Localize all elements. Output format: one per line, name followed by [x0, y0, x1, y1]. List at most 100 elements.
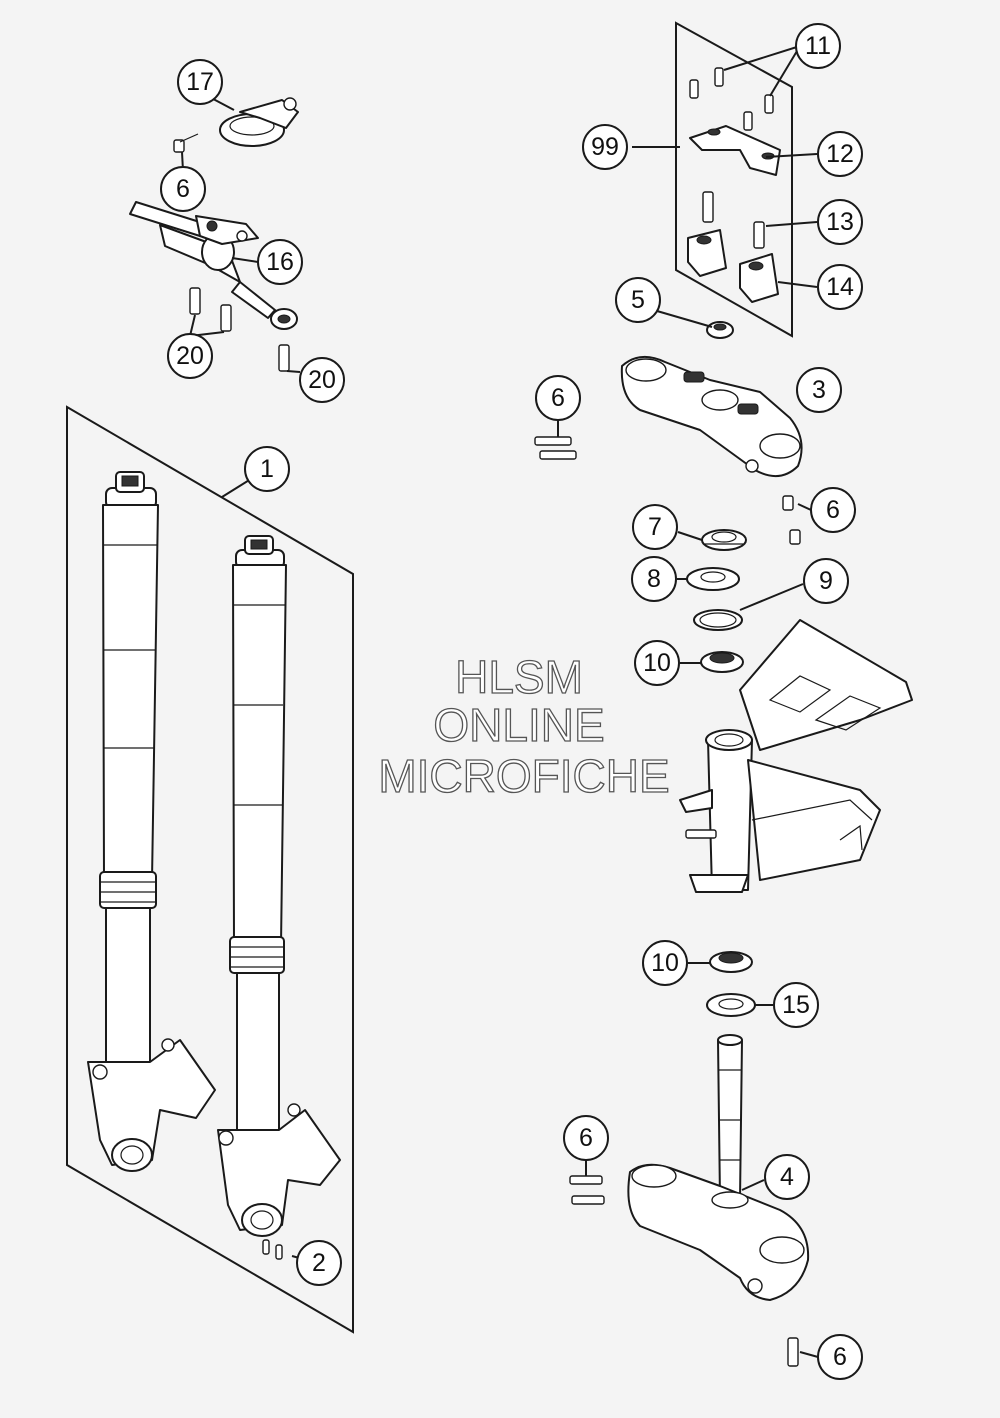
leader-20a	[189, 314, 196, 337]
lower-triple-clamp-group[interactable]	[569, 1034, 819, 1367]
svg-text:99: 99	[591, 133, 619, 161]
handlebar-clamp-lower[interactable]	[687, 229, 779, 303]
callout-8[interactable]: 8	[631, 556, 677, 602]
handlebar-clamp-screws-long[interactable]	[702, 191, 765, 249]
svg-text:3: 3	[812, 376, 826, 404]
steering-nut[interactable]	[701, 529, 747, 551]
watermark-line-1: HLSM	[455, 651, 583, 703]
steering-stem[interactable]	[717, 1034, 743, 1201]
upper-triple-clamp-group[interactable]	[534, 310, 812, 545]
svg-text:12: 12	[826, 140, 854, 168]
leader-9	[739, 583, 804, 611]
leader-11b	[769, 45, 801, 97]
callout-10-upper[interactable]: 10	[634, 640, 680, 686]
callout-17[interactable]: 17	[177, 59, 223, 105]
svg-text:6: 6	[826, 496, 840, 524]
callout-16[interactable]: 16	[257, 239, 303, 285]
frame-headstock	[679, 619, 913, 893]
o-ring[interactable]	[693, 609, 743, 631]
leader-12	[765, 153, 818, 158]
svg-text:9: 9	[819, 567, 833, 595]
leader-16	[231, 257, 259, 263]
leader-13	[765, 221, 818, 227]
handlebar-clamp-screws[interactable]	[689, 67, 774, 131]
watermark-line-3: MICROFICHE	[378, 750, 669, 802]
svg-text:5: 5	[631, 286, 645, 314]
svg-text:1: 1	[260, 455, 274, 483]
steering-damper-group[interactable]	[129, 91, 301, 373]
leader-6e	[799, 1351, 819, 1358]
callout-15[interactable]: 15	[773, 982, 819, 1028]
svg-text:20: 20	[308, 366, 336, 394]
damper-bolts[interactable]	[189, 287, 290, 372]
callout-6-upper-right[interactable]: 6	[810, 487, 856, 533]
callout-99[interactable]: 99	[582, 124, 628, 170]
fork-kit-frame	[66, 405, 354, 1334]
lower-bearing[interactable]	[709, 951, 753, 973]
right-fork-leg[interactable]	[217, 535, 341, 1237]
lower-triple-clamp[interactable]	[627, 1163, 810, 1301]
callout-11[interactable]: 11	[795, 23, 841, 69]
svg-text:10: 10	[651, 949, 679, 977]
top-nut[interactable]	[706, 321, 734, 339]
callout-4[interactable]: 4	[764, 1154, 810, 1200]
callout-6-bottom[interactable]: 6	[817, 1334, 863, 1380]
washer[interactable]	[686, 567, 740, 591]
dust-seal[interactable]	[706, 993, 756, 1017]
leader-20b	[286, 370, 301, 373]
leader-4	[741, 1179, 765, 1191]
handlebar-kit-frame	[675, 21, 793, 338]
watermark: HLSM ONLINE MICROFICHE	[378, 650, 671, 802]
svg-text:6: 6	[551, 384, 565, 412]
svg-text:14: 14	[826, 273, 854, 301]
handlebar-kit[interactable]	[632, 21, 818, 338]
callouts: 17 6 16 20 20 1 2 11 99 12 13 14 5 3 6 6…	[160, 23, 863, 1380]
callout-5[interactable]: 5	[615, 277, 661, 323]
lower-clamp-bolt-bottom[interactable]	[787, 1337, 799, 1367]
callout-20-left[interactable]: 20	[167, 333, 213, 379]
svg-text:6: 6	[579, 1124, 593, 1152]
callout-10-lower[interactable]: 10	[642, 940, 688, 986]
lower-clamp-bolts-left[interactable]	[569, 1175, 605, 1205]
damper-clamp[interactable]	[219, 97, 299, 147]
callout-1[interactable]: 1	[244, 446, 290, 492]
svg-text:13: 13	[826, 208, 854, 236]
svg-text:15: 15	[782, 991, 810, 1019]
upper-clamp-bolts-right[interactable]	[782, 495, 801, 545]
left-fork-leg[interactable]	[87, 471, 216, 1172]
leader-5	[656, 310, 713, 328]
callout-7[interactable]: 7	[632, 504, 678, 550]
callout-2[interactable]: 2	[296, 1240, 342, 1286]
leader-6c	[797, 503, 812, 511]
fork-screws[interactable]	[262, 1239, 283, 1260]
leader-11a	[723, 45, 801, 71]
callout-20-right[interactable]: 20	[299, 357, 345, 403]
upper-triple-clamp[interactable]	[620, 355, 803, 477]
svg-text:11: 11	[805, 32, 831, 60]
callout-12[interactable]: 12	[817, 131, 863, 177]
damper-clamp-bolt[interactable]	[173, 133, 199, 153]
steering-bearings[interactable]	[677, 529, 804, 673]
watermark-line-2: ONLINE	[433, 699, 604, 751]
callout-3[interactable]: 3	[796, 367, 842, 413]
svg-text:7: 7	[648, 513, 662, 541]
callout-6-lower-left[interactable]: 6	[563, 1115, 609, 1161]
callout-6-upper-left[interactable]: 6	[535, 375, 581, 421]
svg-text:6: 6	[833, 1343, 847, 1371]
fork-assembly[interactable]	[66, 405, 354, 1334]
svg-text:16: 16	[266, 248, 294, 276]
leader-14	[777, 281, 818, 288]
upper-clamp-bolts-left[interactable]	[534, 436, 577, 460]
callout-6-damper[interactable]: 6	[160, 166, 206, 212]
callout-9[interactable]: 9	[803, 558, 849, 604]
svg-text:10: 10	[643, 649, 671, 677]
upper-bearing[interactable]	[700, 651, 744, 673]
handlebar-clamp-upper[interactable]	[689, 125, 781, 176]
callout-14[interactable]: 14	[817, 264, 863, 310]
svg-text:17: 17	[186, 68, 214, 96]
steering-damper[interactable]	[129, 201, 298, 330]
callout-13[interactable]: 13	[817, 199, 863, 245]
lower-bearings[interactable]	[688, 951, 773, 1017]
svg-text:8: 8	[647, 565, 661, 593]
